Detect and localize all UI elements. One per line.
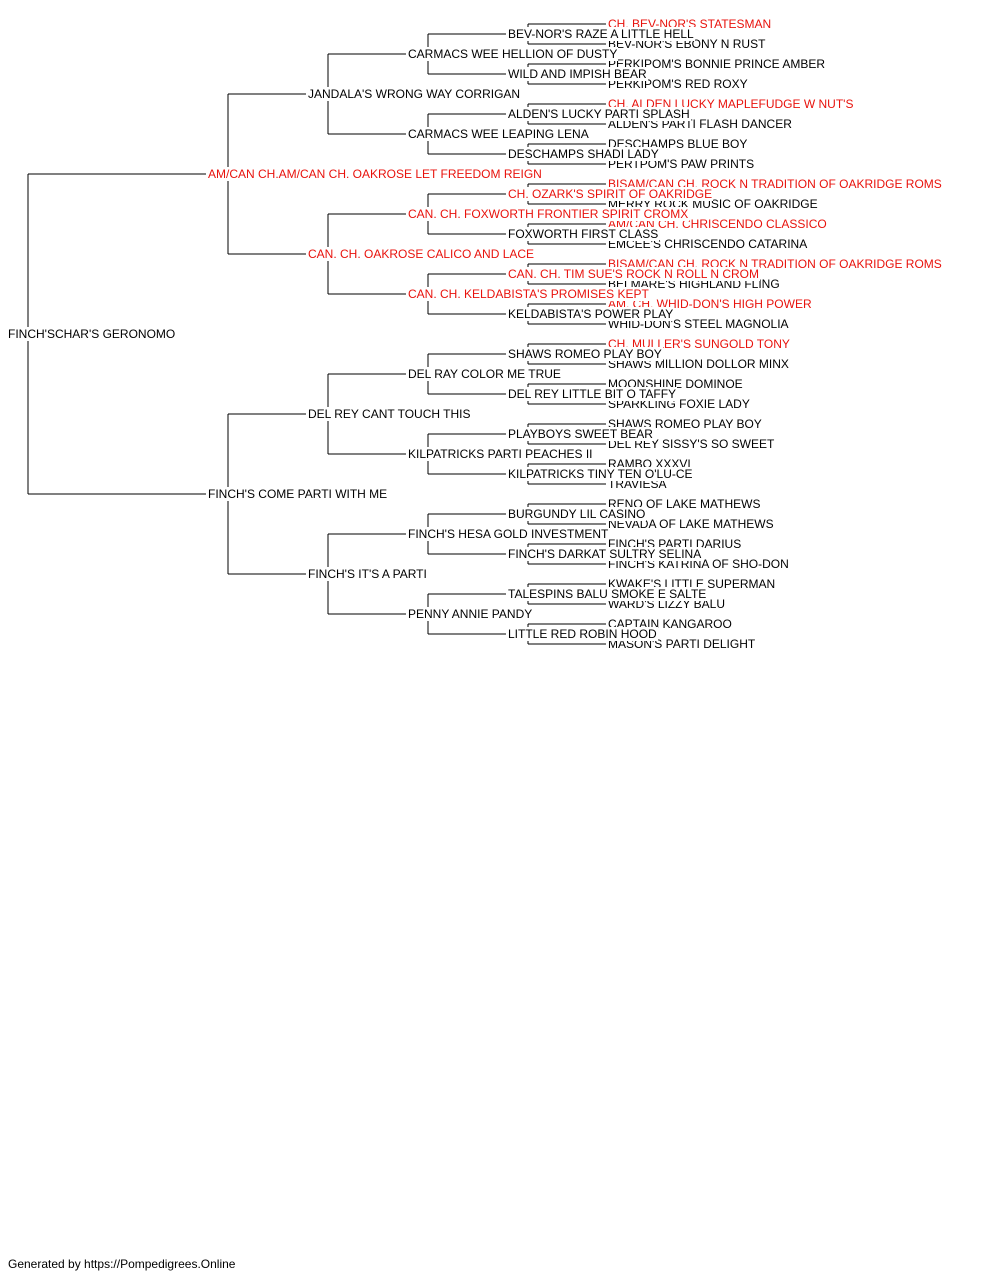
ancestor-name: FINCH'S DARKAT SULTRY SELINA (507, 547, 703, 561)
ancestor-name: CARMACS WEE LEAPING LENA (407, 127, 590, 141)
ancestor-name: CH. OZARK'S SPIRIT OF OAKRIDGE (507, 187, 714, 201)
ancestor-name: PLAYBOYS SWEET BEAR (507, 427, 654, 441)
ancestor-name: TALESPINS BALU SMOKE E SALTE (507, 587, 708, 601)
ancestor-name: DEL REY LITTLE BIT O TAFFY (507, 387, 678, 401)
ancestor-name: WILD AND IMPISH BEAR (507, 67, 648, 81)
footer-credit: Generated by https://Pompedigrees.Online (8, 1257, 236, 1271)
subject-dog-name: FINCH'SCHAR'S GERONOMO (7, 327, 177, 341)
ancestor-name: KELDABISTA'S POWER PLAY (507, 307, 675, 321)
ancestor-name: FINCH'S COME PARTI WITH ME (207, 487, 389, 501)
ancestor-name: ALDEN'S LUCKY PARTI SPLASH (507, 107, 691, 121)
ancestor-name: AM/CAN CH.AM/CAN CH. OAKROSE LET FREEDOM… (207, 167, 543, 181)
ancestor-name: BEV-NOR'S RAZE A LITTLE HELL (507, 27, 695, 41)
ancestor-name: FINCH'S HESA GOLD INVESTMENT (407, 527, 610, 541)
ancestor-name: BURGUNDY LIL CASINO (507, 507, 647, 521)
ancestor-name: PERKIPOM'S BONNIE PRINCE AMBER (607, 57, 827, 71)
ancestor-name: JANDALA'S WRONG WAY CORRIGAN (307, 87, 522, 101)
ancestor-name: FOXWORTH FIRST CLASS (507, 227, 660, 241)
ancestor-name: NEVADA OF LAKE MATHEWS (607, 517, 775, 531)
ancestor-name: KILPATRICKS PARTI PEACHES II (407, 447, 594, 461)
ancestor-name: SHAWS ROMEO PLAY BOY (507, 347, 663, 361)
ancestor-name: LITTLE RED ROBIN HOOD (507, 627, 658, 641)
ancestor-name: CAN. CH. KELDABISTA'S PROMISES KEPT (407, 287, 650, 301)
ancestor-name: KILPATRICKS TINY TEN O'LU-CE (507, 467, 694, 481)
ancestor-name: FINCH'S IT'S A PARTI (307, 567, 428, 581)
ancestor-name: DESCHAMPS SHADI LADY (507, 147, 660, 161)
ancestor-name: CAN. CH. OAKROSE CALICO AND LACE (307, 247, 536, 261)
ancestor-name: CAN. CH. FOXWORTH FRONTIER SPIRIT CROMX (407, 207, 690, 221)
ancestor-name: DEL REY CANT TOUCH THIS (307, 407, 472, 421)
ancestor-name: DEL RAY COLOR ME TRUE (407, 367, 562, 381)
ancestor-name: PENNY ANNIE PANDY (407, 607, 534, 621)
ancestor-name: CARMACS WEE HELLION OF DUSTY (407, 47, 619, 61)
ancestor-name: CAN. CH. TIM SUE'S ROCK N ROLL N CROM (507, 267, 760, 281)
